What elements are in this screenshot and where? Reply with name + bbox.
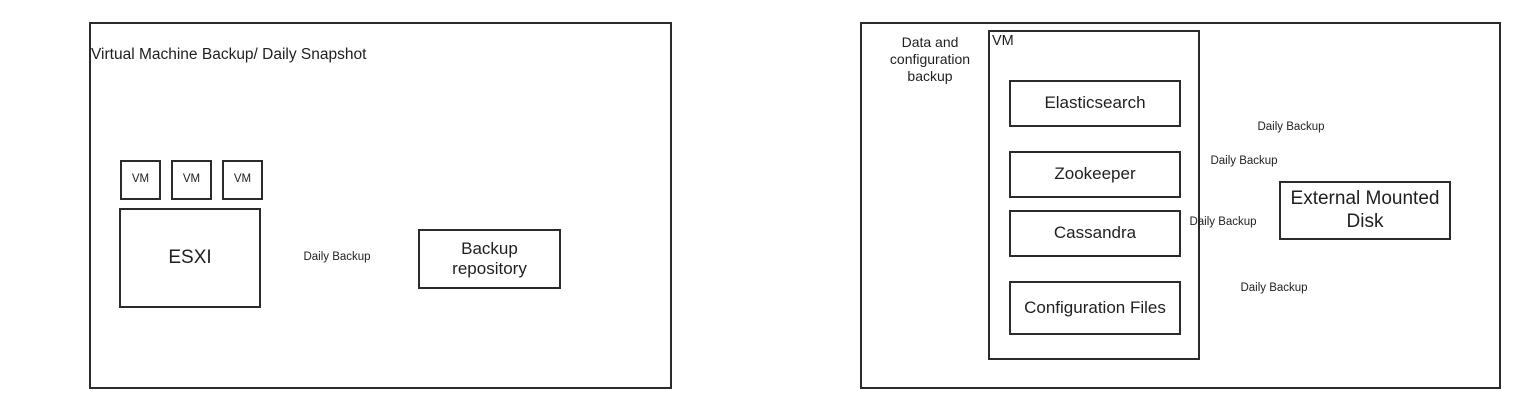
external-mounted-disk-node[interactable]: External Mounted Disk [1279, 181, 1451, 240]
backup-repository-node[interactable]: Backup repository [418, 229, 561, 289]
configuration-files-edge-label: Daily Backup [1240, 282, 1308, 294]
cassandra-node[interactable]: Cassandra [1009, 210, 1181, 257]
elasticsearch-node[interactable]: Elasticsearch [1009, 80, 1181, 127]
vm-box-1[interactable]: VM [120, 160, 161, 200]
backup-repository-label: Backup repository [452, 238, 527, 278]
esxi-edge-label: Daily Backup [303, 251, 371, 263]
left-panel-title: Virtual Machine Backup/ Daily Snapshot [91, 46, 367, 63]
elasticsearch-edge-label: Daily Backup [1257, 121, 1325, 133]
zookeeper-edge-label: Daily Backup [1210, 155, 1278, 167]
data-config-backup-caption: Data and configuration backup [889, 34, 971, 84]
cassandra-edge-label: Daily Backup [1189, 216, 1257, 228]
external-mounted-disk-label: External Mounted Disk [1290, 187, 1440, 232]
zookeeper-node[interactable]: Zookeeper [1009, 151, 1181, 198]
vm-container-label: VM [992, 33, 1014, 49]
vm-box-3[interactable]: VM [222, 160, 263, 200]
configuration-files-node[interactable]: Configuration Files [1009, 281, 1181, 335]
virtual-machine-backup-panel [89, 22, 672, 389]
esxi-node[interactable]: ESXI [119, 208, 261, 308]
vm-box-2[interactable]: VM [171, 160, 212, 200]
